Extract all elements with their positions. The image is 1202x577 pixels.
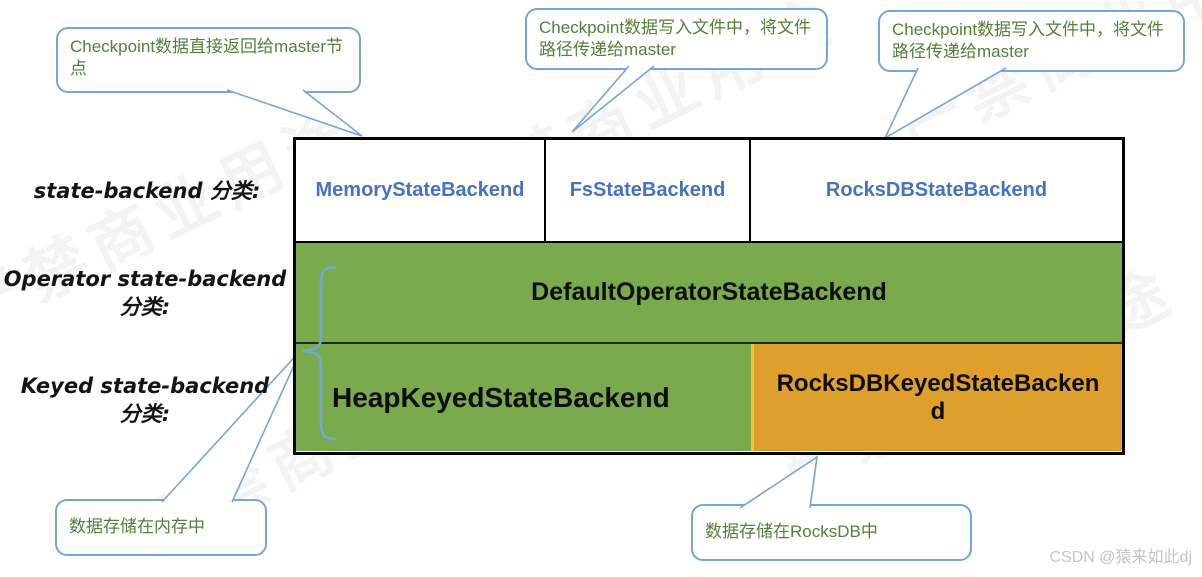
row-label-operator-line1: Operator state-backend bbox=[3, 267, 287, 291]
header-cell-memory-state-backend: MemoryStateBackend bbox=[296, 140, 546, 241]
callout-memory-checkpoint-text: Checkpoint数据直接返回给master节点 bbox=[70, 37, 344, 79]
heap-keyed-state-backend-cell: HeapKeyedStateBackend bbox=[296, 344, 751, 451]
callout-rocksdb-storage-text: 数据存储在RocksDB中 bbox=[705, 522, 878, 542]
header-cell-rocksdb-state-backend: RocksDBStateBackend bbox=[751, 140, 1122, 241]
callout-rocksdb-checkpoint-text: Checkpoint数据写入文件中，将文件路径传递给master bbox=[892, 20, 1165, 62]
heap-keyed-state-backend-label: HeapKeyedStateBackend bbox=[332, 381, 670, 413]
row-label-state-backend: state-backend 分类: bbox=[8, 177, 286, 205]
row-label-keyed-line2: 分类: bbox=[119, 402, 171, 427]
rocksdb-keyed-state-backend-cell: RocksDBKeyedStateBackend bbox=[751, 344, 1122, 451]
state-backend-header-row: MemoryStateBackend FsStateBackend RocksD… bbox=[296, 140, 1122, 243]
row-label-state-backend-text: state-backend 分类: bbox=[33, 179, 261, 203]
callout-fs-checkpoint: Checkpoint数据写入文件中，将文件路径传递给master bbox=[525, 8, 828, 70]
callout-heap-storage: 数据存储在内存中 bbox=[55, 499, 267, 556]
row-label-keyed-state-backend: Keyed state-backend 分类: bbox=[0, 372, 290, 429]
row-label-operator-line2: 分类: bbox=[119, 295, 171, 320]
callout-fs-checkpoint-text: Checkpoint数据写入文件中，将文件路径传递给master bbox=[539, 18, 812, 60]
callout-memory-checkpoint: Checkpoint数据直接返回给master节点 bbox=[56, 27, 361, 93]
callout-rocksdb-checkpoint: Checkpoint数据写入文件中，将文件路径传递给master bbox=[878, 10, 1185, 72]
callout-rocksdb-storage: 数据存储在RocksDB中 bbox=[691, 504, 972, 561]
state-backend-table: MemoryStateBackend FsStateBackend RocksD… bbox=[293, 137, 1125, 455]
header-cell-fs-state-backend: FsStateBackend bbox=[546, 140, 751, 241]
csdn-credit-watermark: CSDN @猿来如此dj bbox=[1049, 549, 1192, 566]
operator-state-backend-row: DefaultOperatorStateBackend bbox=[296, 243, 1122, 344]
callout-heap-storage-text: 数据存储在内存中 bbox=[69, 517, 205, 537]
row-label-keyed-line1: Keyed state-backend bbox=[20, 374, 270, 398]
default-operator-state-backend-label: DefaultOperatorStateBackend bbox=[531, 278, 887, 306]
keyed-state-backend-row: HeapKeyedStateBackend RocksDBKeyedStateB… bbox=[296, 344, 1122, 451]
row-label-operator-state-backend: Operator state-backend 分类: bbox=[0, 265, 290, 322]
rocksdb-keyed-state-backend-label: RocksDBKeyedStateBackend bbox=[776, 369, 1100, 425]
